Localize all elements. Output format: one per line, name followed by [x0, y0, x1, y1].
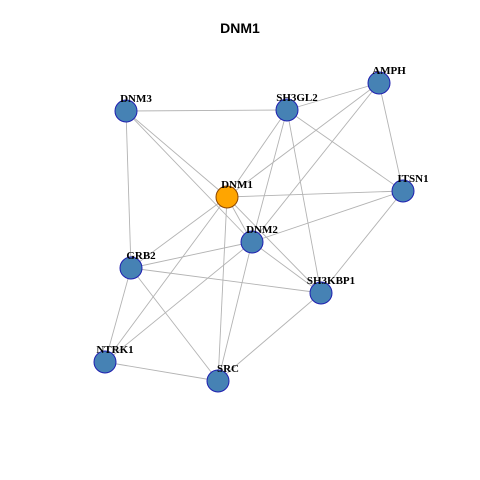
node-label-dnm1: DNM1	[221, 179, 253, 191]
nodes-layer	[93, 71, 415, 393]
edge-sh3gl2-dnm2	[251, 109, 288, 243]
edge-dnm3-dnm1	[125, 110, 228, 198]
edge-dnm3-grb2	[125, 110, 132, 269]
edge-dnm2-src	[217, 241, 253, 382]
edge-dnm1-sh3kbp1	[226, 196, 322, 294]
edge-dnm1-src	[217, 196, 228, 382]
node-label-sh3gl2: SH3GL2	[276, 92, 318, 104]
node-label-src: SRC	[217, 363, 239, 375]
edge-dnm1-grb2	[130, 196, 228, 269]
edges-layer	[104, 82, 404, 382]
node-dnm2	[240, 230, 264, 254]
edge-sh3gl2-itsn1	[286, 109, 404, 192]
node-label-grb2: GRB2	[126, 250, 156, 262]
edge-amph-dnm2	[251, 82, 380, 243]
node-ntrk1	[93, 350, 117, 374]
edge-sh3kbp1-src	[217, 292, 322, 382]
edge-itsn1-sh3kbp1	[320, 190, 404, 294]
node-dnm1	[215, 185, 239, 209]
edge-grb2-ntrk1	[104, 267, 132, 363]
edge-sh3gl2-amph	[286, 82, 380, 111]
edge-ntrk1-src	[104, 361, 219, 382]
edge-amph-dnm1	[226, 82, 380, 198]
node-label-ntrk1: NTRK1	[96, 344, 133, 356]
edge-dnm3-sh3gl2	[125, 109, 288, 112]
node-label-dnm3: DNM3	[120, 93, 152, 105]
node-amph	[367, 71, 391, 95]
node-dnm3	[114, 99, 138, 123]
edge-grb2-src	[130, 267, 219, 382]
node-label-amph: AMPH	[372, 65, 406, 77]
node-grb2	[119, 256, 143, 280]
edge-dnm2-grb2	[130, 241, 253, 269]
node-label-dnm2: DNM2	[246, 224, 278, 236]
node-label-itsn1: ITSN1	[397, 173, 428, 185]
edge-amph-itsn1	[378, 82, 404, 192]
edge-dnm3-dnm2	[125, 110, 253, 243]
node-itsn1	[391, 179, 415, 203]
node-label-sh3kbp1: SH3KBP1	[307, 275, 355, 287]
edge-dnm2-ntrk1	[104, 241, 253, 363]
node-sh3kbp1	[309, 281, 333, 305]
node-src	[206, 369, 230, 393]
edge-sh3gl2-sh3kbp1	[286, 109, 322, 294]
edge-sh3gl2-dnm1	[226, 109, 288, 198]
edge-itsn1-dnm2	[251, 190, 404, 243]
edge-dnm1-ntrk1	[104, 196, 228, 363]
node-sh3gl2	[275, 98, 299, 122]
figure-title: DNM1	[220, 20, 260, 36]
edge-dnm2-sh3kbp1	[251, 241, 322, 294]
edge-dnm1-itsn1	[226, 190, 404, 198]
edge-grb2-sh3kbp1	[130, 267, 322, 294]
